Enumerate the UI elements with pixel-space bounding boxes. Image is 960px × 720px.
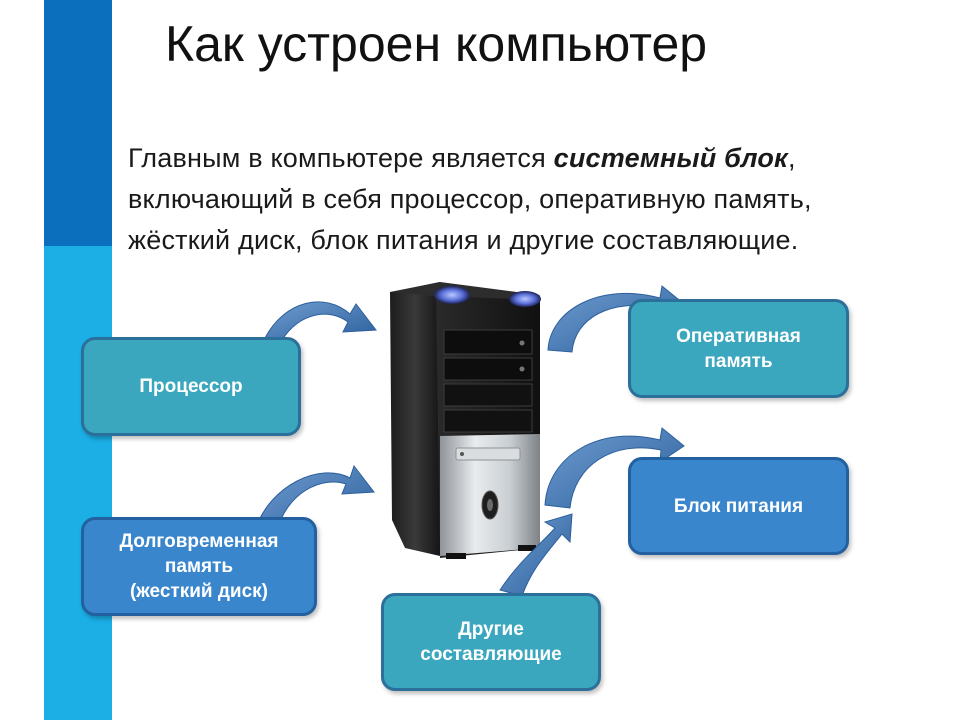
accent-stripe-light bbox=[44, 246, 112, 720]
intro-text-end: , включающий в себя процессор, оперативн… bbox=[128, 143, 812, 255]
intro-text-start: Главным в компьютере является bbox=[128, 143, 554, 173]
psu-label: Блок питания bbox=[673, 495, 804, 517]
page-title: Как устроен компьютер bbox=[165, 16, 708, 72]
drive-led-1 bbox=[519, 340, 525, 346]
hdd-label-line1: Долговременная bbox=[119, 531, 279, 552]
component-other-box: Другие составляющие bbox=[381, 593, 601, 691]
drive-bay-2 bbox=[443, 357, 533, 381]
tower-foot-left bbox=[446, 553, 466, 559]
tower-light-left bbox=[434, 286, 470, 304]
arrow-other-icon bbox=[499, 513, 573, 597]
arrow-psu-icon bbox=[544, 427, 685, 509]
arrow-cpu-icon bbox=[264, 301, 377, 341]
other-label-line2: составляющие bbox=[420, 644, 562, 665]
drive-bay-4 bbox=[443, 409, 533, 433]
tower-light-right bbox=[509, 291, 541, 307]
tower-side-panel bbox=[390, 282, 440, 556]
cpu-label: Процессор bbox=[139, 376, 243, 397]
port-dot bbox=[460, 452, 464, 456]
component-psu-box: Блок питания bbox=[628, 457, 849, 555]
ram-label-line2: память bbox=[704, 350, 773, 372]
drive-led-2 bbox=[519, 366, 525, 372]
hdd-label-line2: память bbox=[164, 556, 234, 577]
component-hdd-box: Долговременная память (жесткий диск) bbox=[81, 517, 317, 616]
power-button-center bbox=[487, 499, 493, 511]
component-cpu-box: Процессор bbox=[81, 337, 301, 436]
drive-bay-3 bbox=[443, 383, 533, 407]
other-label-line1: Другие bbox=[458, 619, 524, 640]
intro-paragraph: Главным в компьютере является системный … bbox=[128, 138, 908, 261]
accent-stripe-dark bbox=[44, 0, 112, 246]
arrow-hdd-icon bbox=[254, 464, 375, 535]
computer-tower-illustration bbox=[390, 282, 541, 559]
front-ports bbox=[455, 447, 521, 461]
tower-foot-right bbox=[518, 545, 536, 551]
drive-bay-1 bbox=[443, 329, 533, 355]
component-ram-box: Оперативная память bbox=[628, 299, 849, 398]
hdd-label-line3: (жесткий диск) bbox=[129, 581, 268, 602]
ram-label-line1: Оперативная bbox=[676, 325, 801, 347]
intro-emphasis: системный блок bbox=[553, 143, 788, 173]
